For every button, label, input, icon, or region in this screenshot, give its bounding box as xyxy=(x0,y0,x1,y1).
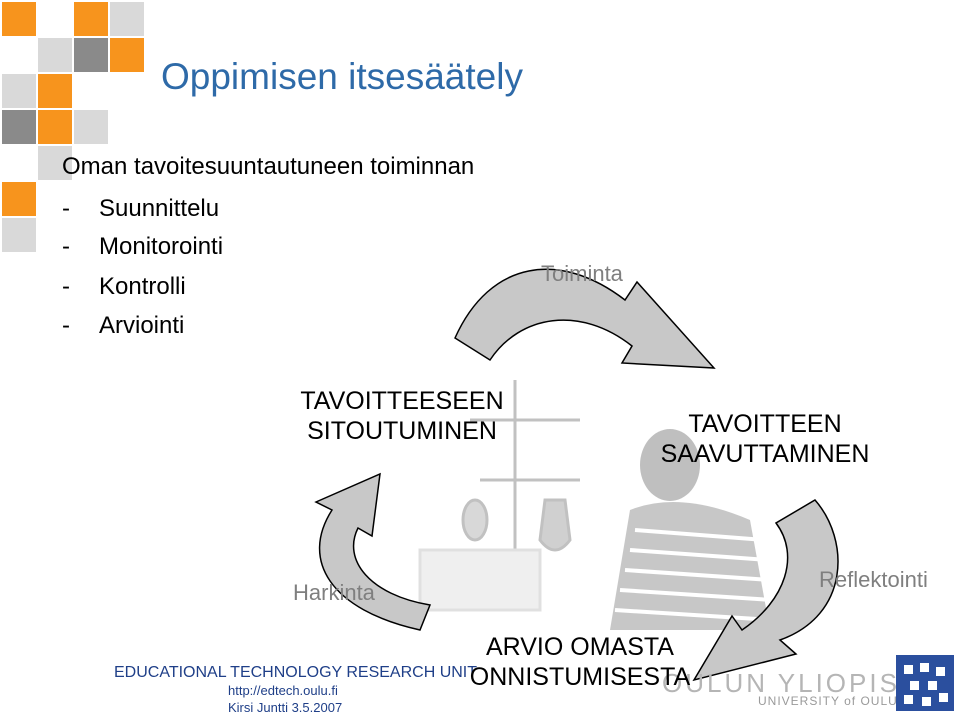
footer-author-date: Kirsi Juntti 3.5.2007 xyxy=(228,700,342,715)
university-name-en: UNIVERSITY of OULU xyxy=(758,694,898,708)
reflection-label: Reflektointi xyxy=(819,567,928,593)
action-label: Toiminta xyxy=(541,261,623,287)
footer-url[interactable]: http://edtech.oulu.fi xyxy=(228,683,338,698)
deliberation-label: Harkinta xyxy=(293,580,375,606)
university-logo-icon xyxy=(896,655,954,711)
footer-unit: EDUCATIONAL TECHNOLOGY RESEARCH UNIT xyxy=(114,664,477,682)
deliberation-arrow xyxy=(316,474,430,630)
reflection-arrow xyxy=(694,500,838,680)
